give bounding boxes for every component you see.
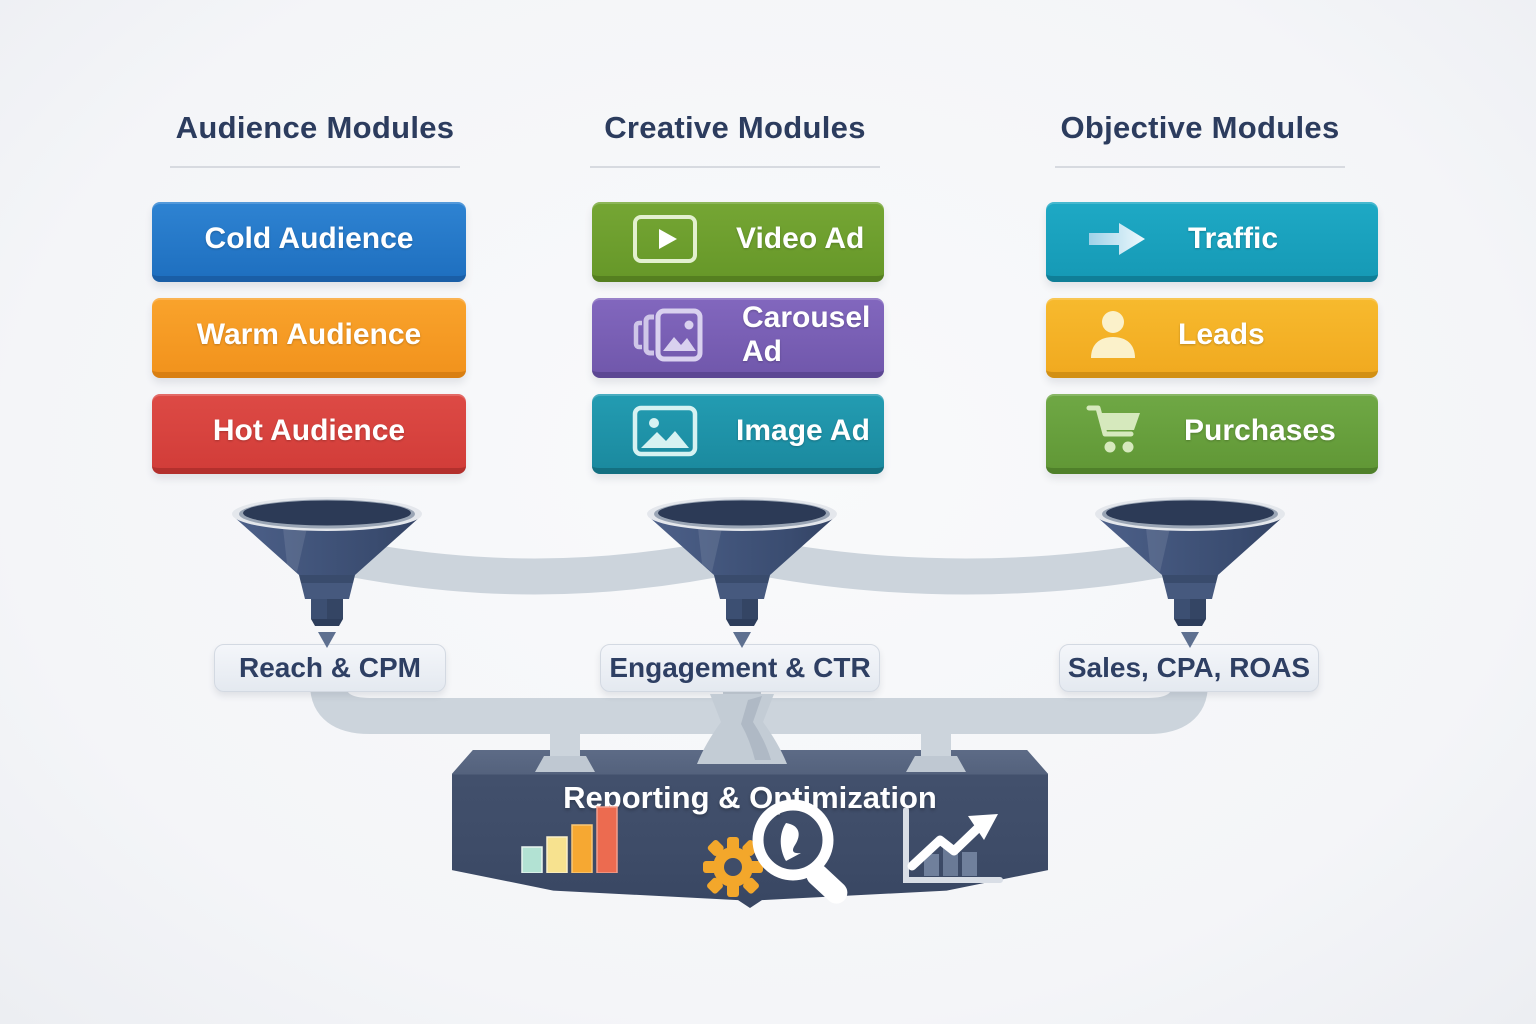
module-label: Image Ad [736,414,870,447]
arrow-right-icon [1086,219,1150,259]
module-traffic: Traffic [1046,202,1378,282]
module-cold-audience: Cold Audience [152,202,466,282]
gear-magnifier-icon [703,799,848,904]
module-warm-audience: Warm Audience [152,298,466,378]
metric-reach-cpm: Reach & CPM [214,644,446,692]
module-image-ad: Image Ad [592,394,884,474]
module-purchases: Purchases [1046,394,1378,474]
reporting-title: Reporting & Optimization [563,780,937,815]
header-underline [590,166,880,168]
header-underline [1055,166,1345,168]
module-label: Purchases [1184,414,1336,447]
module-label: Video Ad [736,222,865,255]
trend-chart-icon [903,808,1003,883]
module-carousel-ad: Carousel Ad [592,298,884,378]
header-creative-modules: Creative Modules [604,110,866,145]
module-label: Leads [1178,318,1265,351]
person-icon [1086,308,1140,362]
module-video-ad: Video Ad [592,202,884,282]
module-label: Warm Audience [196,318,422,351]
module-label: Cold Audience [204,222,414,255]
carousel-icon [632,307,704,363]
module-hot-audience: Hot Audience [152,394,466,474]
module-label: Carousel Ad [742,301,871,368]
image-icon [632,405,698,457]
module-label: Hot Audience [212,414,406,447]
module-leads: Leads [1046,298,1378,378]
header-objective-modules: Objective Modules [1060,110,1340,145]
metric-engagement-ctr: Engagement & CTR [600,644,880,692]
bar-chart-icon [521,806,618,873]
module-label: Traffic [1188,222,1279,255]
magnifier [752,799,848,904]
header-underline [170,166,460,168]
cart-icon [1086,403,1146,459]
video-play-icon [632,214,698,264]
header-audience-modules: Audience Modules [175,110,455,145]
